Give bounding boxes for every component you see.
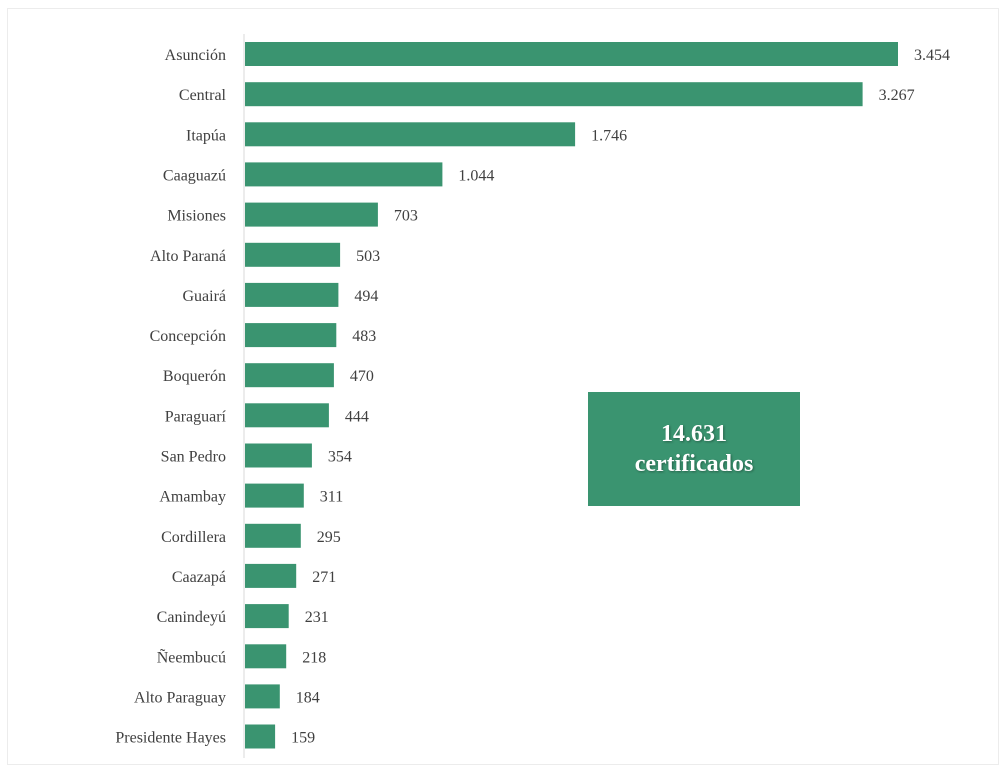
value-label: 494 [354, 288, 378, 305]
category-label: Guairá [182, 288, 226, 305]
value-label: 271 [312, 569, 336, 586]
category-label: Asunción [165, 47, 226, 64]
total-certificates-callout: 14.631 certificados [588, 392, 800, 506]
category-label: Canindeyú [157, 609, 226, 626]
bar [245, 162, 443, 187]
bar [245, 684, 280, 709]
category-label: Paraguarí [165, 408, 227, 425]
bar [245, 202, 378, 227]
category-label: Caazapá [172, 569, 226, 586]
bar [245, 42, 898, 66]
bar [245, 363, 334, 388]
value-label: 311 [320, 489, 343, 506]
bar [245, 563, 297, 588]
category-label: Cordillera [161, 529, 226, 546]
bar [245, 483, 304, 508]
value-label: 1.746 [591, 127, 627, 144]
category-label: Ñeembucú [157, 648, 226, 666]
bar [245, 242, 341, 267]
bar [245, 323, 337, 348]
total-count: 14.631 [661, 421, 727, 447]
value-label: 3.454 [914, 47, 950, 64]
category-label: Amambay [159, 489, 226, 506]
bar [245, 644, 287, 669]
category-label: Boquerón [163, 368, 226, 385]
value-label: 483 [352, 328, 376, 345]
value-label: 354 [328, 449, 352, 466]
bar [245, 523, 301, 548]
value-label: 1.044 [458, 167, 494, 184]
value-label: 231 [305, 609, 329, 626]
category-label: Central [179, 87, 227, 104]
category-label: San Pedro [161, 449, 226, 466]
bar [245, 724, 276, 749]
bar [245, 282, 339, 307]
category-label: Concepción [150, 328, 226, 345]
category-label: Caaguazú [163, 167, 226, 184]
category-label: Alto Paraguay [134, 689, 226, 706]
category-label: Itapúa [186, 127, 226, 144]
value-label: 184 [296, 689, 320, 706]
bar [245, 443, 312, 468]
bar [245, 403, 329, 428]
bar [245, 122, 576, 147]
value-label: 470 [350, 368, 374, 385]
value-label: 295 [317, 529, 341, 546]
value-label: 444 [345, 408, 369, 425]
category-label: Presidente Hayes [115, 730, 226, 747]
category-label: Alto Paraná [150, 248, 226, 265]
value-label: 503 [356, 248, 380, 265]
value-label: 159 [291, 730, 315, 747]
value-label: 703 [394, 208, 418, 225]
category-label: Misiones [167, 208, 226, 225]
bar [245, 82, 863, 107]
value-label: 218 [302, 649, 326, 666]
bar [245, 604, 289, 629]
total-label: certificados [634, 451, 754, 477]
value-label: 3.267 [879, 87, 915, 104]
